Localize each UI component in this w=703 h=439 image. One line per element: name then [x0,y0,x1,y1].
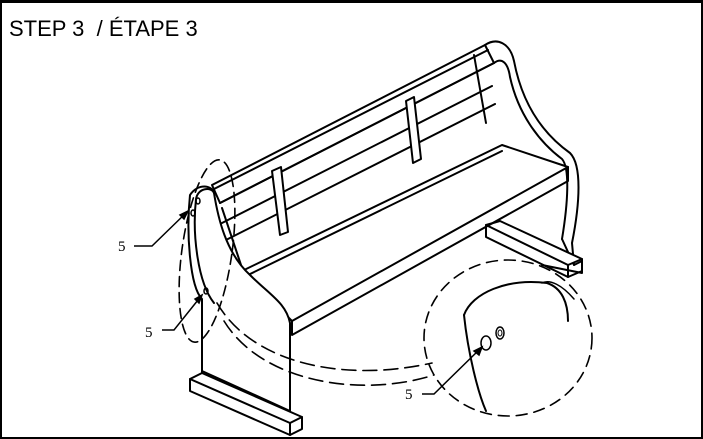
callout-number-lower: 5 [145,325,153,341]
hardware-holes [190,197,209,295]
callout-number-detail: 5 [405,387,413,403]
bench-seat [241,144,569,336]
bench-assembly-drawing: 5 5 5 [118,40,593,436]
right-side-panel [484,40,583,278]
detail-leader-upper [216,302,433,372]
detail-leader-lower [223,320,435,386]
step-title: STEP 3 / ÉTAPE 3 [9,16,198,41]
callout-arrows [134,209,484,395]
left-side-panel [187,185,303,436]
detail-magnifier [423,259,593,417]
detail-ellipse-arm [178,159,236,343]
callout-number-upper: 5 [118,239,126,255]
bench-back [211,44,496,269]
